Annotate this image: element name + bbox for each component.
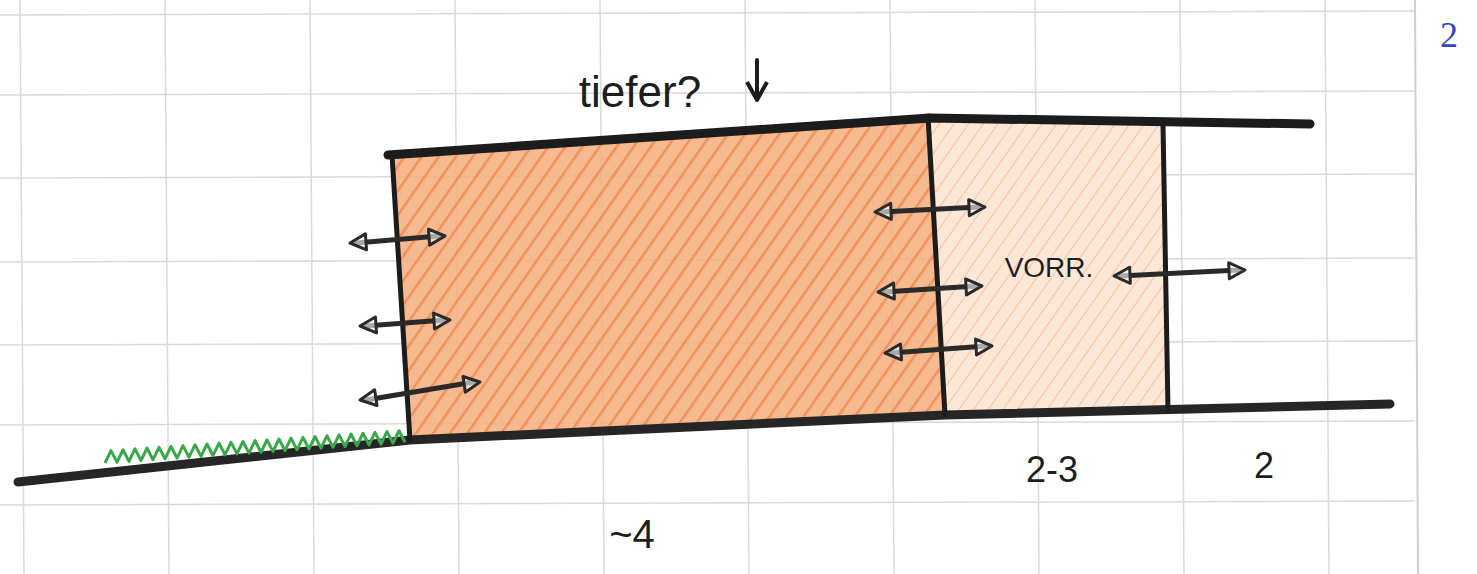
arrow-heads [360, 376, 480, 405]
double-arrow [878, 279, 982, 299]
arrow-shaft [1120, 270, 1239, 276]
dimension: ~4 [609, 512, 655, 556]
down-arrow-head [747, 82, 767, 100]
grid-line [0, 11, 1415, 15]
grid-line [1180, 0, 1184, 574]
dimension: 2 [1254, 446, 1274, 486]
arrow-heads [885, 339, 992, 360]
page-number: 2 [1440, 16, 1458, 56]
double-arrow [875, 200, 985, 220]
arrow-shaft [881, 207, 979, 212]
area-box: VORR. [937, 128, 1161, 408]
grid-line [165, 0, 169, 574]
grid-line [20, 0, 24, 574]
arrow-heads [360, 313, 450, 333]
down-arrow [755, 60, 759, 96]
grid-line [0, 501, 1415, 505]
area-label: VORR. [1005, 253, 1094, 284]
light-hatch [930, 120, 1168, 415]
grass [105, 431, 405, 463]
double-arrow [350, 229, 445, 250]
grid-line [310, 0, 314, 574]
double-arrow [1114, 263, 1245, 284]
wall-line [1163, 124, 1168, 410]
orange-hatch [392, 118, 945, 440]
wall-line [928, 116, 945, 415]
arrow-shaft [366, 382, 474, 400]
roof-line [388, 118, 1310, 155]
arrow-heads [1114, 263, 1245, 284]
double-arrow [360, 313, 450, 333]
paper-grid [0, 0, 1415, 574]
grid-line [0, 91, 1415, 95]
double-arrow [360, 376, 480, 405]
arrow-shaft [884, 286, 976, 292]
arrow-heads [878, 279, 982, 299]
page-margin [1415, 0, 1418, 574]
double-arrows [350, 200, 1245, 406]
ground-line [18, 404, 1390, 482]
light-area [930, 120, 1168, 415]
arrow-heads [350, 229, 445, 250]
arrow-heads [875, 200, 985, 220]
arrow-shaft [366, 320, 444, 326]
double-arrow [885, 339, 992, 360]
dimension: 2-3 [1026, 450, 1078, 490]
orange-area [392, 118, 945, 440]
arrow-shaft [891, 346, 986, 353]
arrow-shaft [356, 236, 439, 243]
note-text: tiefer? [579, 68, 701, 116]
grid-line [1325, 0, 1329, 574]
